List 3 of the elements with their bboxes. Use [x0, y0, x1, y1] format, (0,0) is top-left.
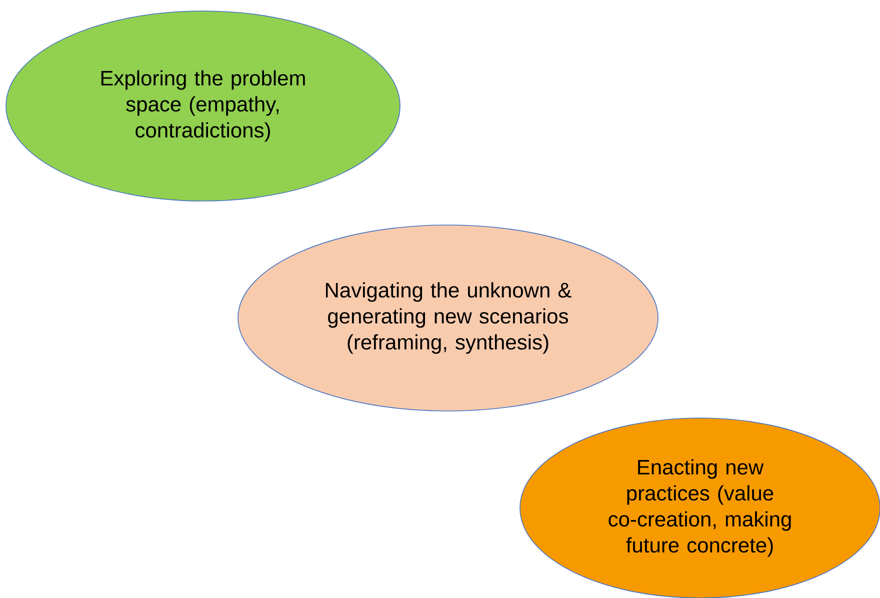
- ellipse-node: Enacting new practices (value co-creation, making future concrete): [520, 418, 880, 598]
- ellipse-node: Exploring the problem space (empathy, contradictions): [6, 10, 400, 202]
- ellipse-node: Navigating the unknown & generating new scenarios (reframing, synthesis): [238, 224, 658, 412]
